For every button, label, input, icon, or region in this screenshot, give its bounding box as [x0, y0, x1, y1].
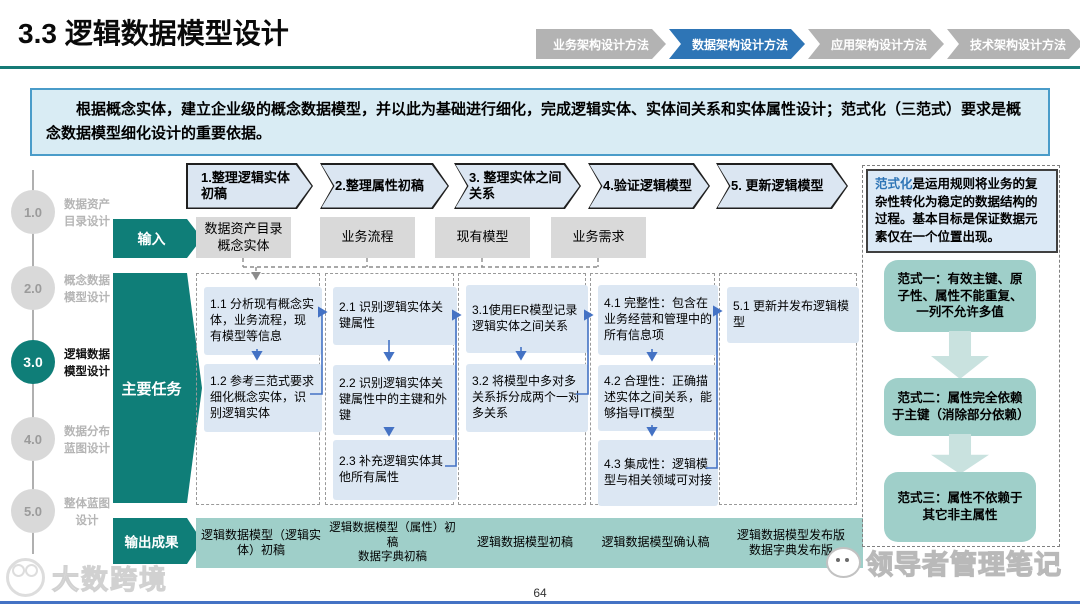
- watermark-right-text: 领导者管理笔记: [865, 549, 1062, 580]
- process-step-label: 5. 更新逻辑模型: [731, 177, 824, 193]
- input-box-3: 现有模型: [435, 217, 530, 258]
- task-box-1-1: 1.1 分析现有概念实体，业务流程，现有模型等信息: [204, 287, 322, 355]
- timeline-label-1: 数据资产 目录设计: [64, 199, 110, 228]
- process-step-fill: [188, 165, 312, 208]
- nav-step-label: 数据架构设计方法: [691, 37, 788, 52]
- normalization-term: 范式化: [875, 177, 913, 191]
- row-label-input: 输入: [113, 219, 202, 258]
- nav-step-app-arch: 应用架构设计方法: [808, 29, 944, 59]
- process-step-label: 1.整理逻辑实体初稿: [201, 169, 290, 201]
- task-box-2-2: 2.2 识别逻辑实体关键属性中的主键和外键: [333, 365, 457, 435]
- task-box-2-3: 2.3 补充逻辑实体其他所有属性: [333, 440, 457, 500]
- rule-second-normal-form: 范式二：属性完全依赖于主键（消除部分依赖）: [884, 378, 1036, 436]
- timeline-node-3-active: 3.0: [11, 340, 55, 384]
- normalization-desc: 是运用规则将业务的复杂性转化为稳定的数据结构的过程。基本目标是保证数据元素仅在一…: [875, 177, 1038, 244]
- rule-first-normal-form: 范式一：有效主键、原子性、属性不能重复、一列不允许多值: [884, 260, 1036, 332]
- timeline-label-4: 数据分布 蓝图设计: [64, 426, 110, 455]
- page-number: 64: [533, 586, 547, 600]
- nav-step-label: 业务架构设计方法: [552, 37, 649, 52]
- process-step-fill: [322, 165, 448, 208]
- watermark-right: 领导者管理笔记: [826, 543, 1062, 582]
- nav-step-data-arch: 数据架构设计方法: [669, 29, 805, 59]
- row-label-output: 输出成果: [113, 518, 202, 564]
- process-step-fill: [456, 165, 580, 208]
- normalization-definition: 范式化是运用规则将业务的复杂性转化为稳定的数据结构的过程。基本目标是保证数据元素…: [866, 169, 1058, 253]
- nav-step-tech-arch: 技术架构设计方法: [947, 29, 1080, 59]
- output-box-3: 逻辑数据模型初稿: [458, 518, 592, 568]
- task-box-5-1: 5.1 更新并发布逻辑模型: [727, 287, 859, 343]
- output-box-4: 逻辑数据模型确认稿: [590, 518, 721, 568]
- process-step-5: 5. 更新逻辑模型: [716, 163, 848, 209]
- process-step-2: 2.整理属性初稿: [320, 163, 449, 209]
- process-step-label: 3. 整理实体之间关系: [469, 169, 562, 201]
- task-box-4-1: 4.1 完整性：包含在业务经营和管理中的所有信息项: [598, 285, 718, 355]
- task-box-4-3: 4.3 集成性：逻辑模型与相关领域可对接: [598, 440, 718, 506]
- timeline-label-2: 概念数据 模型设计: [64, 275, 110, 304]
- timeline-label-3-active: 逻辑数据 模型设计: [64, 349, 110, 378]
- task-box-2-1: 2.1 识别逻辑实体关键属性: [333, 287, 457, 345]
- process-step-label: 4.验证逻辑模型: [603, 177, 692, 193]
- rule-third-normal-form: 范式三：属性不依赖于其它非主属性: [884, 472, 1036, 542]
- method-breadcrumb: 业务架构设计方法 数据架构设计方法 应用架构设计方法 技术架构设计方法: [536, 29, 1080, 59]
- process-step-fill: [718, 165, 847, 208]
- task-box-3-1: 3.1使用ER模型记录逻辑实体之间关系: [466, 285, 588, 353]
- task-box-1-2: 1.2 参考三范式要求细化概念实体，识别逻辑实体: [204, 364, 322, 432]
- timeline-node-4: 4.0: [11, 417, 55, 461]
- watermark-left: 大数跨境: [6, 558, 168, 597]
- input-box-1: 数据资产目录 概念实体: [196, 217, 291, 258]
- task-box-3-2: 3.2 将模型中多对多关系拆分成两个一对多关系: [466, 364, 588, 432]
- dashukuajing-logo-icon: [6, 558, 45, 597]
- watermark-left-text: 大数跨境: [52, 565, 168, 596]
- input-box-2: 业务流程: [320, 217, 415, 258]
- timeline-label-5: 整体蓝图 设计: [64, 498, 110, 527]
- output-box-1: 逻辑数据模型（逻辑实体）初稿: [196, 518, 326, 568]
- nav-step-label: 应用架构设计方法: [830, 37, 927, 52]
- task-box-4-2: 4.2 合理性：正确描述实体之间关系，能够指导IT模型: [598, 365, 718, 431]
- process-step-4: 4.验证逻辑模型: [588, 163, 710, 209]
- process-step-label: 2.整理属性初稿: [335, 177, 424, 193]
- process-step-1: 1.整理逻辑实体初稿: [186, 163, 313, 209]
- normalization-panel: [862, 165, 1060, 547]
- output-box-2: 逻辑数据模型（属性）初稿 数据字典初稿: [325, 518, 460, 568]
- timeline-node-1: 1.0: [11, 190, 55, 234]
- page-title: 3.3 逻辑数据模型设计: [18, 18, 289, 49]
- nav-step-business-arch: 业务架构设计方法: [536, 29, 666, 59]
- timeline-node-5: 5.0: [11, 489, 55, 533]
- wechat-icon: [826, 547, 861, 578]
- intro-box: 根据概念实体，建立企业级的概念数据模型，并以此为基础进行细化，完成逻辑实体、实体…: [30, 88, 1050, 156]
- bottom-accent-line: [0, 601, 1080, 604]
- header-divider: [0, 66, 1080, 69]
- nav-step-label: 技术架构设计方法: [969, 37, 1066, 52]
- process-step-fill: [590, 165, 709, 208]
- input-box-4: 业务需求: [551, 217, 646, 258]
- row-label-tasks: 主要任务: [113, 273, 202, 503]
- process-step-3: 3. 整理实体之间关系: [454, 163, 581, 209]
- timeline-node-2: 2.0: [11, 266, 55, 310]
